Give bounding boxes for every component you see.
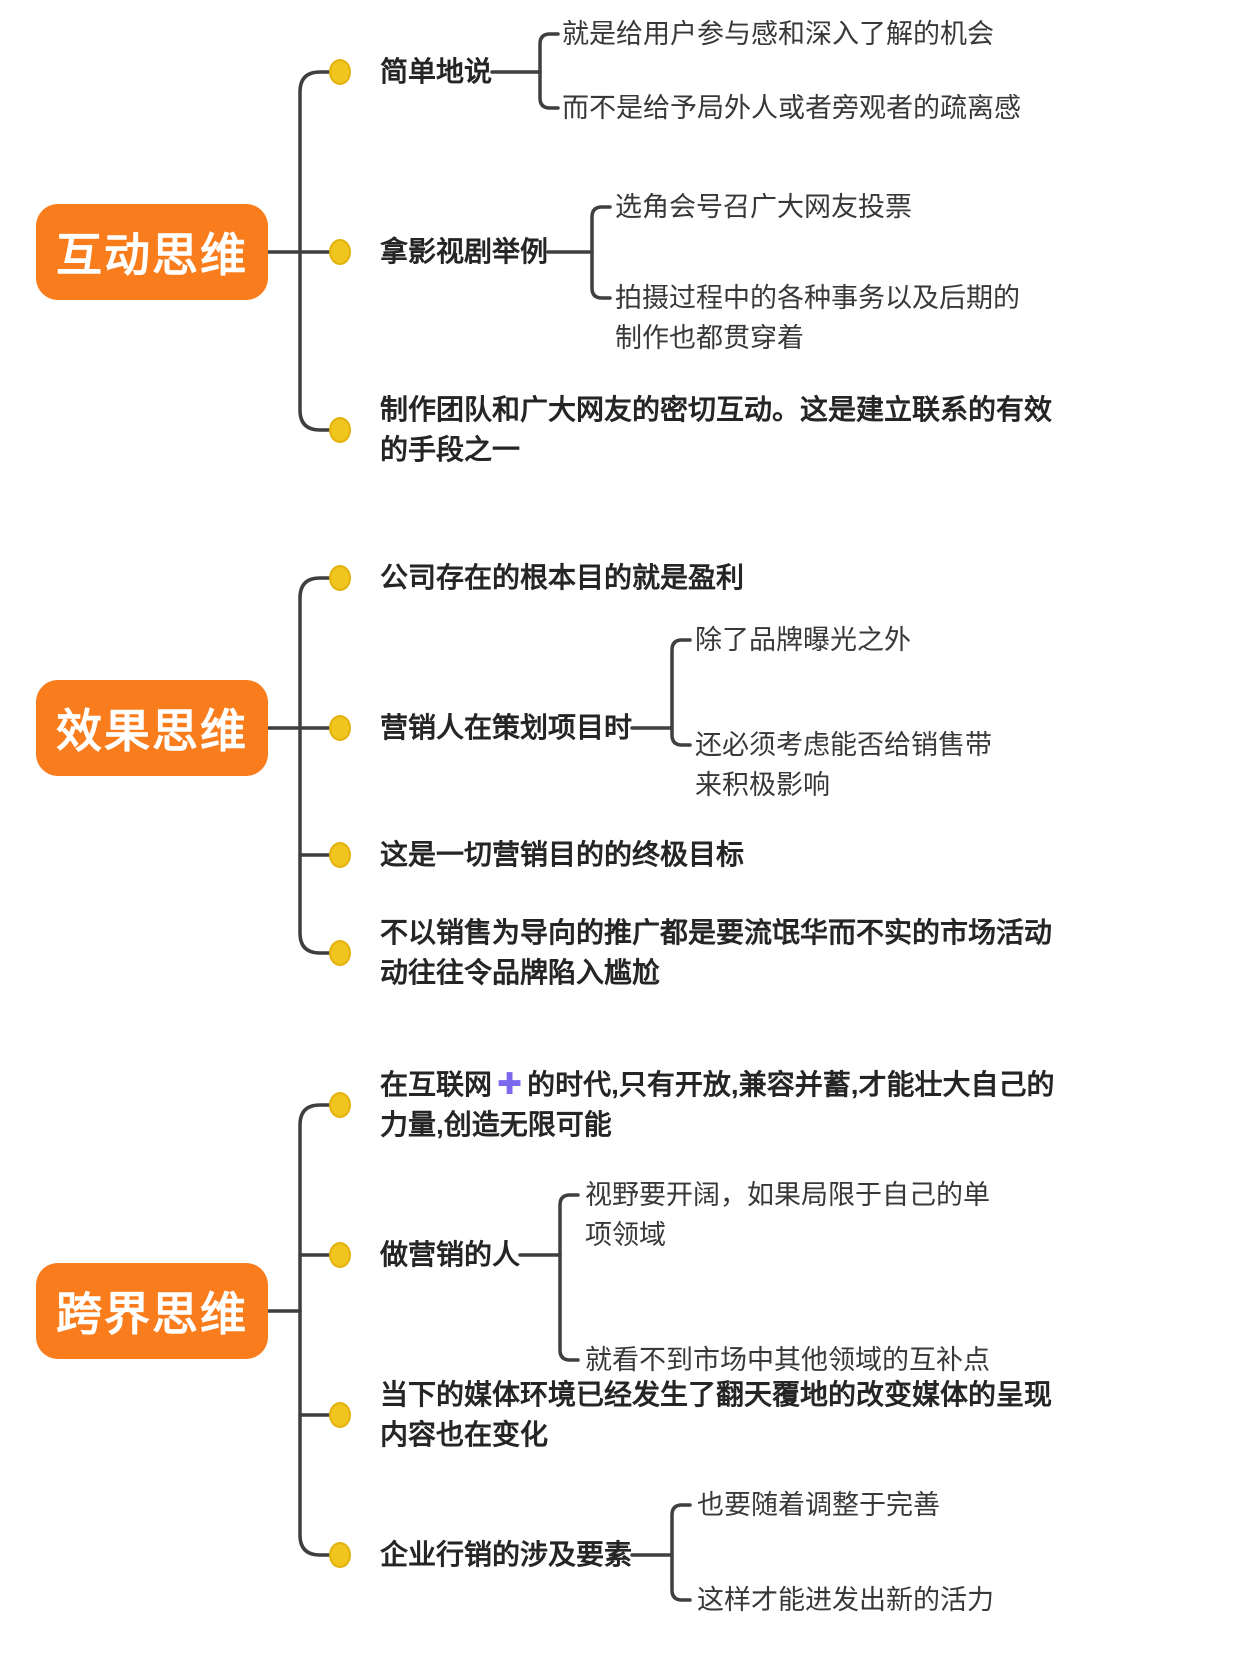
branch-label[interactable]: 不以销售为导向的推广都是要流氓华而不实的市场活动动往往令品牌陷入尴尬 xyxy=(380,917,1053,988)
sub-branch-label[interactable]: 这样才能进发出新的活力 xyxy=(697,1585,994,1615)
branch-label[interactable]: 制作团队和广大网友的密切互动。这是建立联系的有效的手段之一 xyxy=(380,394,1053,465)
topic-node-effect-thinking[interactable]: 效果思维 xyxy=(36,680,268,776)
bullet-dot-icon xyxy=(329,1402,351,1428)
branch-label[interactable]: 这是一切营销目的的终极目标 xyxy=(380,839,745,870)
bullet-dot-icon xyxy=(329,842,351,868)
bullet-dot-icon xyxy=(329,565,351,591)
branch-label[interactable]: 当下的媒体环境已经发生了翻天覆地的改变媒体的呈现内容也在变化 xyxy=(380,1379,1053,1450)
sub-branch-label[interactable]: 选角会号召广大网友投票 xyxy=(615,192,912,222)
bullet-dot-icon xyxy=(329,1242,351,1268)
branch-label[interactable]: 公司存在的根本目的就是盈利 xyxy=(380,562,745,593)
topic-node-crossover-thinking[interactable]: 跨界思维 xyxy=(36,1263,268,1359)
topic-node-interactive-thinking[interactable]: 互动思维 xyxy=(36,204,268,300)
branch-label[interactable]: 营销人在策划项目时 xyxy=(380,712,633,743)
branch-label[interactable]: 企业行销的涉及要素 xyxy=(380,1539,633,1570)
sub-branch-label[interactable]: 视野要开阔，如果局限于自己的单项领域 xyxy=(585,1180,990,1250)
sub-branch-label[interactable]: 拍摄过程中的各种事务以及后期的制作也都贯穿着 xyxy=(615,283,1020,353)
branch-label[interactable]: 拿影视剧举例 xyxy=(380,236,549,267)
bullet-dot-icon xyxy=(329,1092,351,1118)
sub-branch-label[interactable]: 除了品牌曝光之外 xyxy=(695,625,911,655)
sub-branch-label[interactable]: 就是给用户参与感和深入了解的机会 xyxy=(562,19,994,49)
plus-icon: ✚ xyxy=(497,1068,523,1101)
sub-branch-label[interactable]: 就看不到市场中其他领域的互补点 xyxy=(585,1345,990,1375)
sub-branch-label[interactable]: 也要随着调整于完善 xyxy=(697,1490,940,1520)
branch-label-text: 的时代,只有开放,兼容并蓄,才能壮大自己的力量,创造无限可能 xyxy=(380,1069,1055,1140)
sub-branch-label[interactable]: 还必须考虑能否给销售带来积极影响 xyxy=(695,730,992,800)
bullet-dot-icon xyxy=(329,1542,351,1568)
branch-label[interactable]: 在互联网✚的时代,只有开放,兼容并蓄,才能壮大自己的力量,创造无限可能 xyxy=(380,1065,1080,1145)
branch-label-text: 在互联网 xyxy=(380,1069,493,1100)
bullet-dot-icon xyxy=(329,239,351,265)
bullet-dot-icon xyxy=(329,715,351,741)
bullet-dot-icon xyxy=(329,940,351,966)
branch-label[interactable]: 做营销的人 xyxy=(380,1239,521,1270)
bullet-dot-icon xyxy=(329,59,351,85)
bullet-dot-icon xyxy=(329,417,351,443)
sub-branch-label[interactable]: 而不是给予局外人或者旁观者的疏离感 xyxy=(562,93,1021,123)
branch-label[interactable]: 简单地说 xyxy=(380,56,493,87)
